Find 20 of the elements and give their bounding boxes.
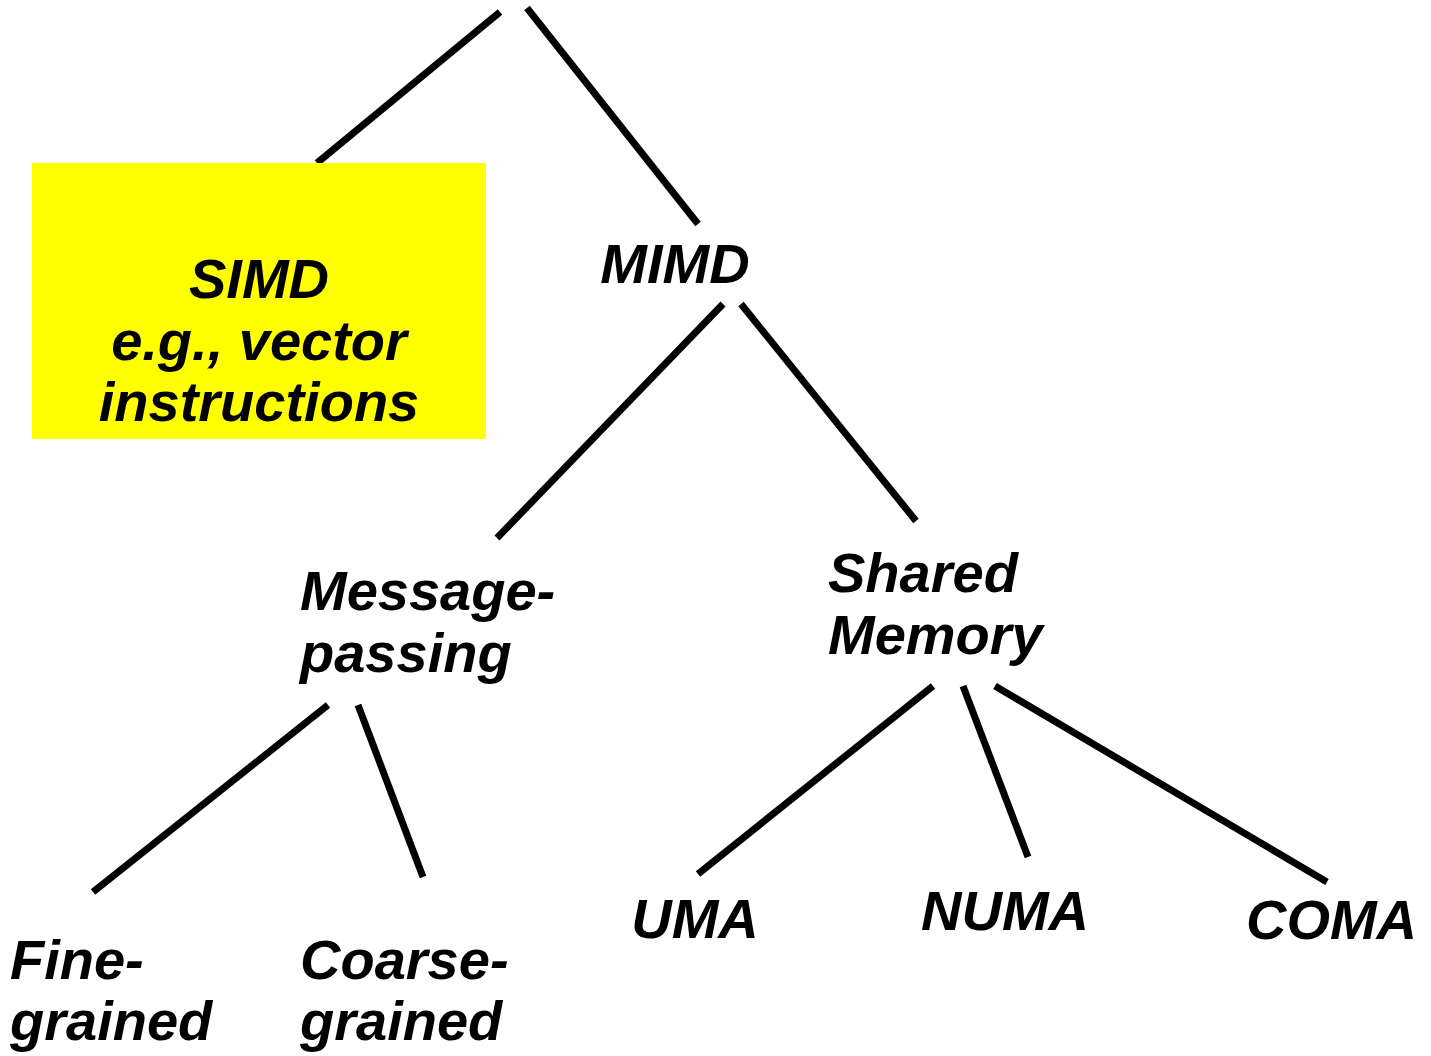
connector-line (738, 301, 919, 524)
example-text: e.g., vector instructions (97, 309, 421, 433)
connector-line (494, 301, 726, 541)
connector-line (90, 702, 331, 895)
category-label: MIMD (600, 233, 750, 295)
category-label: UMA (631, 888, 759, 950)
category-label: SIMD (189, 248, 329, 310)
highlight-box (32, 163, 486, 439)
category-label: Shared Memory (828, 541, 1046, 666)
connector-line (314, 9, 503, 166)
connector-line (695, 683, 936, 877)
category-label: Coarse-grained (300, 928, 510, 1052)
connector-line (959, 684, 1032, 859)
category-label: COMA (1245, 889, 1418, 951)
connector-line (354, 703, 427, 879)
category-label: Message-passing (300, 559, 557, 684)
category-label: Fine-grained (10, 928, 214, 1052)
category-label: NUMA (921, 880, 1089, 942)
connector-line (993, 683, 1329, 885)
connector-line (524, 5, 701, 227)
